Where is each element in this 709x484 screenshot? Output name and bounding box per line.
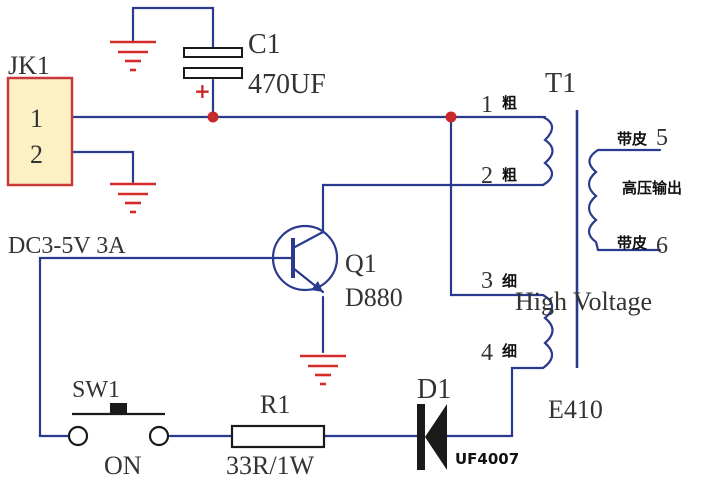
connector-ref: JK1 [8, 51, 50, 80]
winding-2-note: 粗 [502, 166, 517, 184]
output-label: 高压输出 [622, 179, 682, 197]
wire-jk1-gnd [71, 150, 135, 184]
transistor-part: D880 [345, 283, 403, 312]
wire-d1-pin4 [445, 366, 545, 438]
capacitor-polarity: + [194, 79, 211, 103]
wire-base-left [38, 256, 278, 438]
transformer-part: E410 [548, 395, 603, 424]
diode-part: UF4007 [455, 450, 519, 468]
wire-node-pin3 [449, 115, 545, 297]
ground-c1 [110, 40, 156, 72]
switch-ref: SW1 [72, 377, 120, 403]
secondary-5-note: 带皮 [617, 130, 647, 148]
junction-node-t1 [445, 111, 457, 123]
resistor-value: 33R/1W [226, 451, 315, 480]
transformer-ref: T1 [545, 68, 576, 99]
winding-1-num: 1 [481, 92, 493, 118]
secondary-5-num: 5 [656, 125, 668, 151]
switch-sw1 [67, 403, 170, 447]
connector-pin2: 2 [30, 140, 43, 169]
wire-c1-top [131, 6, 215, 50]
winding-3-note: 细 [502, 272, 517, 290]
transformer-t1 [542, 110, 600, 369]
resistor-r1 [230, 424, 326, 449]
connector-rating: DC3-5V 3A [8, 233, 126, 259]
wires [38, 6, 662, 438]
winding-4-note: 细 [502, 342, 517, 360]
connector-pin1: 1 [30, 104, 43, 133]
ground-q1 [300, 354, 346, 386]
transistor-q1 [271, 224, 339, 294]
secondary-6-num: 6 [656, 233, 668, 259]
transformer-caption: High Voltage [515, 287, 652, 316]
diode-ref: D1 [417, 374, 451, 405]
transistor-ref: Q1 [345, 249, 377, 278]
junction-node-c1 [207, 111, 219, 123]
winding-1-note: 粗 [502, 94, 517, 112]
winding-2-num: 2 [481, 163, 493, 189]
capacitor-c1-plate-top [183, 47, 243, 58]
resistor-ref: R1 [260, 390, 290, 419]
capacitor-value: 470UF [248, 69, 326, 100]
capacitor-c1-plate-bottom [183, 67, 243, 79]
capacitor-ref: C1 [248, 29, 281, 60]
ground-jk1 [110, 182, 156, 214]
connector-jk1 [6, 76, 74, 187]
winding-3-num: 3 [481, 268, 493, 294]
switch-label: ON [104, 451, 142, 480]
diode-d1 [417, 404, 447, 470]
wire-pin2-collector [321, 183, 545, 234]
secondary-6-note: 带皮 [617, 234, 647, 252]
winding-4-num: 4 [481, 340, 493, 366]
